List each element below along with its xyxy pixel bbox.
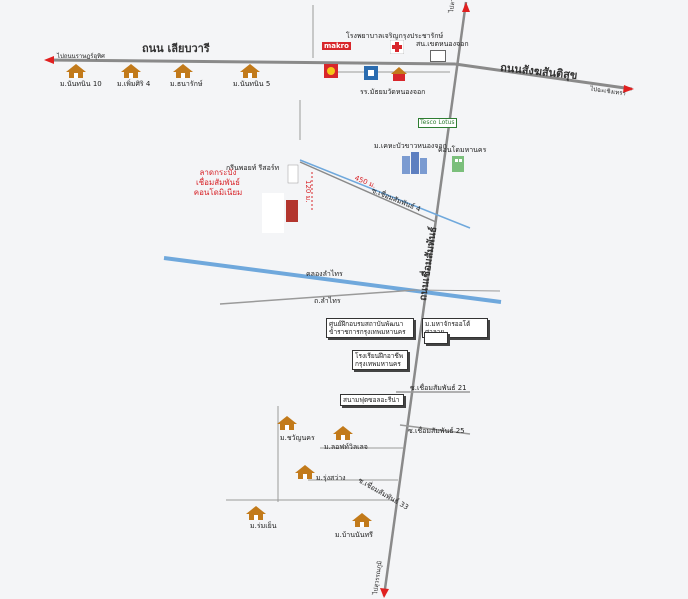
house-icon — [66, 64, 86, 78]
house-icon — [295, 465, 315, 479]
label-green-point: กรีนพอยท์ รีสอร์ท — [226, 164, 280, 172]
house-icon — [240, 64, 260, 78]
label-village-2: ม.เพิ่มศิริ 4 — [117, 80, 151, 88]
label-village-3: ม.ธนารักษ์ — [170, 80, 203, 88]
makro-logo-icon — [324, 64, 338, 78]
school-icon — [364, 66, 378, 80]
house-icon — [121, 64, 141, 78]
building-icon — [452, 156, 464, 172]
temple-icon — [391, 67, 407, 81]
landmark-training-center: ศูนย์ฝึกอบรมสถาบันพัฒนาข้าราชการกรุงเทพม… — [326, 318, 414, 338]
house-icon — [173, 64, 193, 78]
road-chuemsamphan — [382, 1, 468, 597]
label-village-9: ม.บ้านนันทรี — [335, 531, 373, 539]
label-project: ลาดกระบัง เชื่อมสัมพันธ์ คอนโดมิเนียม — [193, 168, 243, 197]
label-soi-21: ซ.เชื่อมสัมพันธ์ 21 — [410, 384, 467, 392]
label-west-arrow: ไปถนนราษฎร์อุทิศ — [57, 53, 105, 60]
road-soi-25 — [399, 424, 471, 435]
landmark-vocational-school: โรงเรียนฝึกอาชีพกรุงเทพมหานคร — [352, 350, 408, 370]
road-liabwari — [47, 58, 456, 66]
label-lamthong: ถ.ลำไทร — [314, 297, 341, 305]
house-icon — [333, 426, 353, 440]
label-makro: makro — [322, 42, 351, 50]
label-village-5: ม.ชวัญนคร — [280, 434, 315, 442]
police-station-box — [430, 50, 446, 62]
project-site — [286, 200, 298, 222]
label-village-6: ม.ลอฟท์วิลเลจ — [324, 443, 368, 451]
label-police: สน.เขตหนองจอก — [416, 40, 469, 48]
label-hospital: โรงพยาบาลเจริญกรุงประชารักษ์ — [346, 32, 444, 40]
house-icon — [277, 416, 297, 430]
road-lamthong — [219, 289, 416, 305]
landmark-market-building — [424, 332, 448, 344]
label-soi-25: ซ.เชื่อมสัมพันธ์ 25 — [408, 427, 465, 435]
house-icon — [246, 506, 266, 520]
building-icon — [402, 152, 427, 174]
road-soi-4 — [299, 161, 437, 223]
hospital-cross-icon — [390, 40, 404, 54]
label-village-7: ม.รุ่งสว่าง — [316, 474, 346, 482]
label-village-8: ม.ร่มเย็น — [250, 522, 277, 530]
label-condo: ม.เคหะบัวขาวหนองจอก — [374, 142, 447, 150]
arrow-east — [623, 85, 634, 93]
label-tesco: Tesco Lotus — [418, 118, 457, 128]
landmark-football-field: สนามฟุตซอลอะรีน่า — [340, 394, 404, 406]
road-sangkha — [454, 62, 633, 91]
label-canal: คลองลำไทร — [306, 270, 343, 278]
label-condo-2: คอนโดมหานคร — [438, 146, 487, 154]
arrow-south — [380, 588, 389, 598]
label-distance-120: 120 ม. — [304, 180, 312, 203]
label-village-4: ม.นันทนิน 5 — [233, 80, 271, 88]
label-road-liabwari: ถนน เลียบวารี — [142, 42, 210, 55]
arrow-west — [44, 56, 54, 64]
canal-lamthong — [163, 256, 502, 304]
label-school-top: รร.มัธยมวัดหนองจอก — [360, 88, 426, 96]
label-village-1: ม.นันทนิน 10 — [60, 80, 102, 88]
house-icon — [352, 513, 372, 527]
arrow-north — [462, 2, 470, 12]
